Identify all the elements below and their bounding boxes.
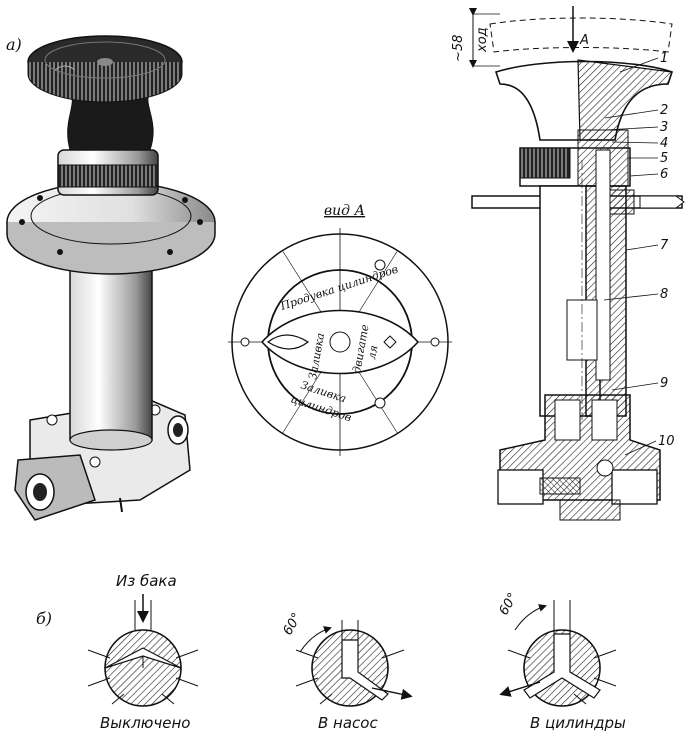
- valve-position-pump: 60°: [280, 611, 413, 707]
- part-number-9: 9: [660, 376, 668, 391]
- pump-perspective-view: [6, 35, 216, 521]
- valve-position-off: [87, 594, 199, 707]
- part-number-3: 3: [660, 120, 668, 135]
- part-number-4: 4: [660, 136, 668, 151]
- from-tank-label: Из бака: [116, 572, 177, 590]
- position-pump-label: В насос: [318, 714, 378, 732]
- valve-position-cylinders: 60°: [496, 591, 617, 707]
- part-number-10: 10: [658, 434, 675, 449]
- part-number-8: 8: [660, 287, 668, 302]
- view-a-arrow-label: А: [579, 33, 589, 48]
- travel-word: ход: [475, 27, 490, 53]
- dial-view-a: Продувка цилиндров Заливка двигате ля За…: [228, 228, 452, 456]
- pump-angle-label: 60°: [280, 611, 305, 638]
- part-number-1: 1: [660, 51, 668, 66]
- pump-section-view: ~58 ход А 1 2 3: [451, 6, 685, 521]
- part-b-label: б): [36, 609, 52, 628]
- part-a-label: a): [6, 35, 22, 54]
- view-a-caption: вид А: [324, 203, 365, 219]
- position-cylinders-label: В цилиндры: [530, 714, 626, 732]
- part-number-6: 6: [660, 167, 668, 182]
- cylinders-angle-label: 60°: [496, 591, 521, 618]
- travel-dimension: ~58: [451, 35, 466, 62]
- part-number-2: 2: [660, 103, 668, 118]
- part-number-7: 7: [660, 238, 669, 253]
- dial-text-right-2: ля: [365, 344, 380, 360]
- part-number-5: 5: [660, 151, 668, 166]
- position-off-label: Выключено: [100, 714, 190, 732]
